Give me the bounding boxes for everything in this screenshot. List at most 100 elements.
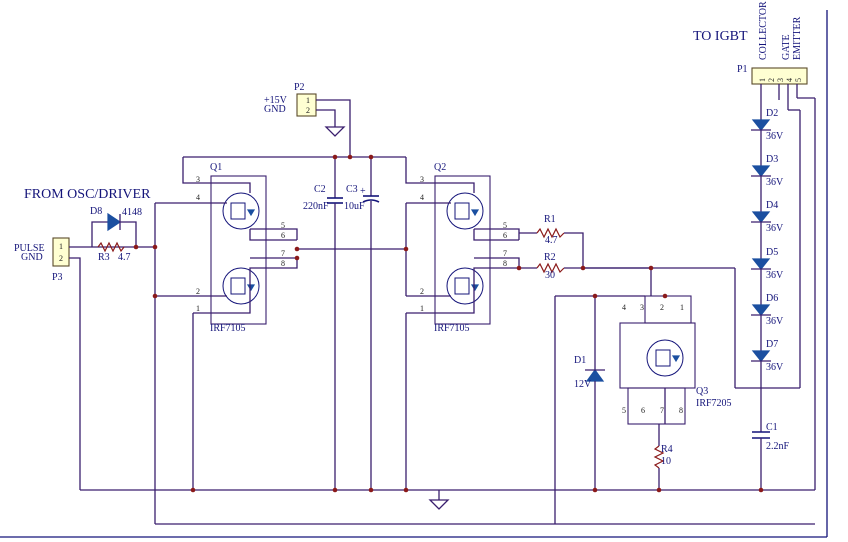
- capacitor-c3: C3 + 10uF: [344, 157, 380, 490]
- p3-gnd-label: GND: [21, 252, 43, 263]
- q1-part: IRF7105: [210, 323, 246, 334]
- p2-pin2: 2: [306, 106, 310, 115]
- p1-pin4: 4: [785, 78, 794, 82]
- r3-ref: R3: [98, 252, 110, 263]
- q2-part: IRF7105: [434, 323, 470, 334]
- q1-pin4: 4: [196, 193, 200, 202]
- d4-ref: D4: [766, 200, 778, 211]
- from-osc-heading: FROM OSC/DRIVER: [24, 187, 151, 202]
- capacitor-c2: C2 220nF: [303, 157, 343, 490]
- zener-d5: D5 36V: [751, 247, 784, 281]
- q2-pin2: 2: [420, 287, 424, 296]
- emitter-label: EMITTER: [792, 16, 803, 60]
- r1-value: 4.7: [545, 235, 558, 246]
- p1-pin2: 2: [767, 78, 776, 82]
- r4-ref: R4: [661, 444, 673, 455]
- capacitor-c1: C1 2.2nF: [752, 422, 790, 490]
- r4-value: 10: [661, 456, 671, 467]
- d1-value: 12V: [574, 379, 592, 390]
- q1-pin5: 5: [281, 221, 285, 230]
- d5-ref: D5: [766, 247, 778, 258]
- r2-ref: R2: [544, 252, 556, 263]
- resistor-r3: R3 4.7: [97, 241, 131, 263]
- zener-d1: D1 12V: [574, 355, 605, 490]
- c3-plus: +: [360, 186, 366, 197]
- q3-part: IRF7205: [696, 398, 732, 409]
- q1-ref: Q1: [210, 162, 222, 173]
- p3-pin2: 2: [59, 254, 63, 263]
- p2-15v-label: +15V: [264, 95, 288, 106]
- p3-connector: 1 2 P3 PULSE GND: [14, 237, 70, 283]
- q3-pin7: 7: [660, 406, 664, 415]
- q2-pin5: 5: [503, 221, 507, 230]
- d6-value: 36V: [766, 316, 784, 327]
- q2-pin8: 8: [503, 259, 507, 268]
- resistor-r4: R4 10: [653, 444, 673, 490]
- r1-ref: R1: [544, 214, 556, 225]
- p1-pin1: 1: [758, 78, 767, 82]
- d8-value: 4148: [122, 207, 142, 218]
- q2-pin6: 6: [503, 231, 507, 240]
- d7-ref: D7: [766, 339, 778, 350]
- p2-gnd-label: GND: [264, 104, 286, 115]
- mosfet-q2: Q2 IRF7105 3 4 5 6 7 8 2 1: [420, 162, 507, 334]
- resistor-r2: R2 30: [519, 252, 735, 281]
- p2-ref: P2: [294, 82, 305, 93]
- c2-value: 220nF: [303, 201, 329, 212]
- q1-pin7: 7: [281, 249, 285, 258]
- q1-pin2: 2: [196, 287, 200, 296]
- p1-connector: P1 1 2 3 4 5 COLLECTOR GATE EMITTER: [737, 1, 808, 85]
- collector-label: COLLECTOR: [758, 1, 769, 60]
- c3-ref: C3: [346, 184, 358, 195]
- d1-ref: D1: [574, 355, 586, 366]
- q1-pin8: 8: [281, 259, 285, 268]
- q1-pin6: 6: [281, 231, 285, 240]
- p3-ref: P3: [52, 272, 63, 283]
- d7-value: 36V: [766, 362, 784, 373]
- d3-ref: D3: [766, 154, 778, 165]
- ground-symbol-main: [428, 499, 450, 510]
- ground-symbol-p2: [324, 126, 346, 137]
- d2-value: 36V: [766, 131, 784, 142]
- c3-value: 10uF: [344, 201, 365, 212]
- d5-value: 36V: [766, 270, 784, 281]
- p1-pin5: 5: [794, 78, 803, 82]
- p1-pin3: 3: [776, 78, 785, 82]
- zener-d4: D4 36V: [751, 200, 784, 234]
- d3-value: 36V: [766, 177, 784, 188]
- q2-pin4: 4: [420, 193, 424, 202]
- zener-stack: D2 36V D3 36V D4 36V D5 36V D6 36V D7 36…: [751, 108, 784, 373]
- d2-ref: D2: [766, 108, 778, 119]
- q3-pin4: 4: [622, 303, 626, 312]
- c2-ref: C2: [314, 184, 326, 195]
- q2-ref: Q2: [434, 162, 446, 173]
- d8-ref: D8: [90, 206, 102, 217]
- c1-value: 2.2nF: [766, 441, 790, 452]
- q1-pin1: 1: [196, 304, 200, 313]
- zener-d2: D2 36V: [751, 108, 784, 142]
- q3-pin2: 2: [660, 303, 664, 312]
- p3-pin1: 1: [59, 242, 63, 251]
- c1-ref: C1: [766, 422, 778, 433]
- gate-label: GATE: [781, 34, 792, 60]
- d6-ref: D6: [766, 293, 778, 304]
- q3-pin1: 1: [680, 303, 684, 312]
- to-igbt-heading: TO IGBT: [693, 29, 748, 44]
- q1-pin3: 3: [196, 175, 200, 184]
- q3-ref: Q3: [696, 386, 708, 397]
- zener-d6: D6 36V: [751, 293, 784, 327]
- p2-connector: 1 2 P2 +15V GND: [264, 82, 317, 117]
- resistor-r1: R1 4.7: [519, 214, 584, 268]
- q2-pin1: 1: [420, 304, 424, 313]
- r2-value: 30: [545, 270, 555, 281]
- zener-d3: D3 36V: [751, 154, 784, 188]
- q2-pin7: 7: [503, 249, 507, 258]
- junction-dots: [133, 154, 764, 493]
- r3-value: 4.7: [118, 252, 131, 263]
- q3-pin5: 5: [622, 406, 626, 415]
- q2-pin3: 3: [420, 175, 424, 184]
- q3-pin6: 6: [641, 406, 645, 415]
- q3-pin8: 8: [679, 406, 683, 415]
- diode-d8: D8 4148: [90, 206, 142, 247]
